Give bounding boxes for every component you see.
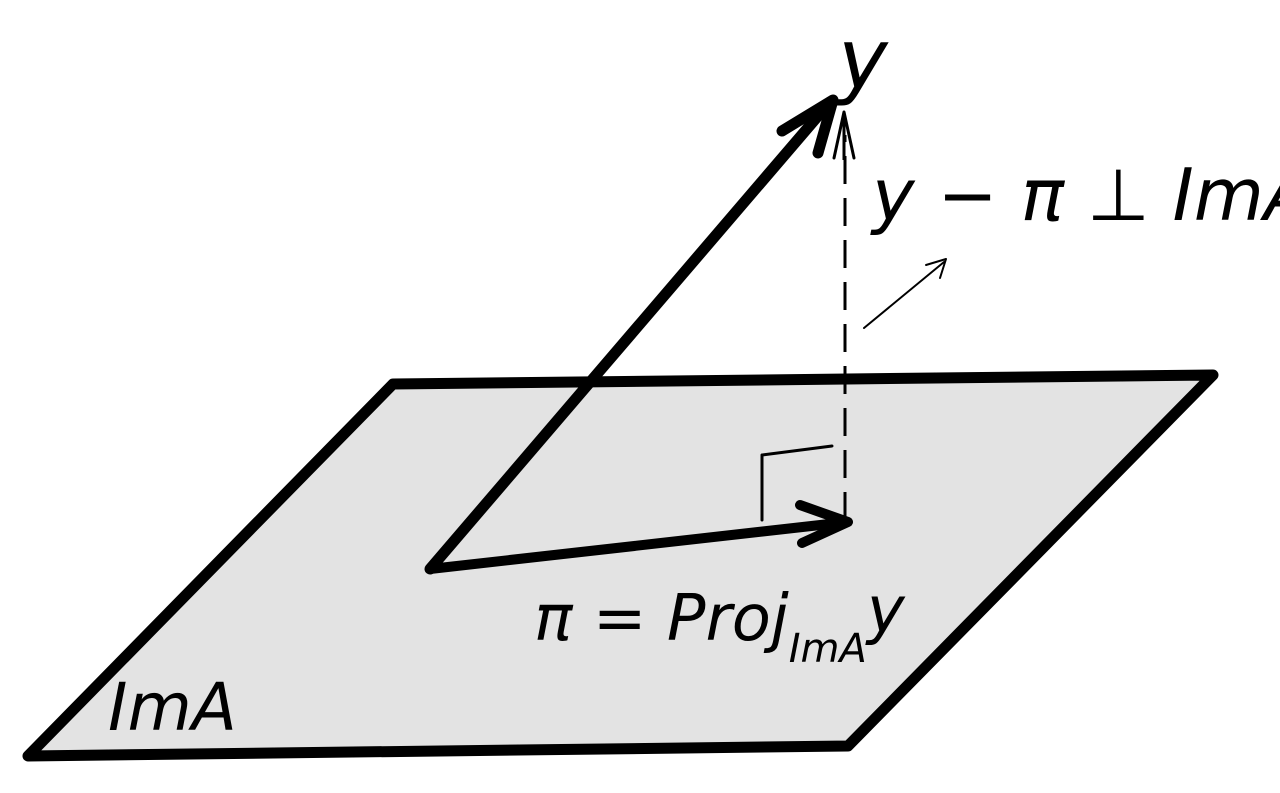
label-projection-subscript: ImA [789, 626, 867, 672]
label-vector-y: y [835, 10, 889, 108]
right-angle-marker [760, 444, 834, 522]
label-orthogonal-relation: y − π ⊥ ImA [870, 153, 1280, 237]
pointer-arrow-shaft [863, 261, 945, 329]
plane-im-a [22, 369, 1219, 762]
pointer-arrowhead [925, 258, 947, 279]
vector-pi-arrowhead [795, 500, 853, 548]
vector-pi-shaft [425, 517, 852, 574]
label-plane-name: ImA [108, 669, 237, 746]
vector-y-arrowhead [776, 94, 839, 159]
vector-y-shaft [424, 96, 836, 575]
residual-arrowhead [832, 110, 856, 160]
label-projection-rhs: y [865, 574, 906, 648]
label-projection: π = ProjImAy [534, 574, 906, 672]
label-projection-lhs: π = Proj [534, 582, 789, 656]
